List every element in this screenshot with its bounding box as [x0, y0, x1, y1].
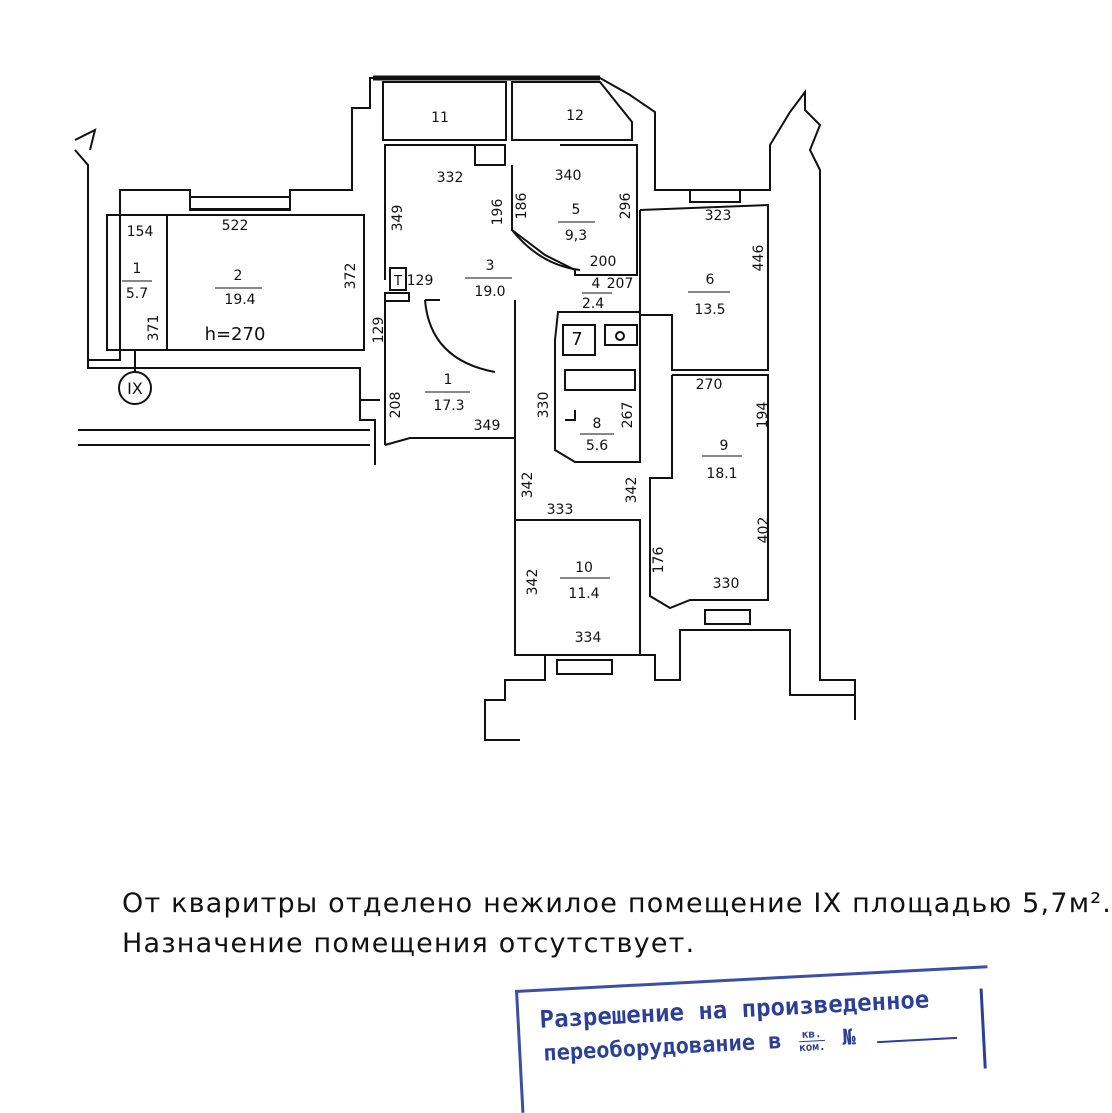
room-number: 7 — [571, 329, 582, 350]
dimension-label: 522 — [222, 218, 249, 234]
dimension-label: 342 — [525, 569, 541, 596]
wall-outline — [630, 629, 855, 696]
dimension-label: 200 — [590, 254, 617, 270]
dimension-label: 334 — [575, 630, 602, 646]
stamp-blank-line — [876, 1032, 958, 1044]
dimension-label: 186 — [514, 193, 530, 220]
wall-outline — [87, 360, 376, 465]
dimension-label: 342 — [624, 477, 640, 504]
room-number: 9 — [720, 438, 729, 454]
room-area: 5.7 — [126, 286, 148, 302]
room-10-outline — [515, 519, 641, 656]
dimension-label: 349 — [474, 418, 501, 434]
room-number: 8 — [593, 416, 602, 432]
note-line-2: Назначение помещения отсутствует. — [122, 928, 696, 959]
wall-outline — [74, 77, 856, 720]
room-area: 5.6 — [586, 438, 608, 454]
room-2-outline — [166, 214, 365, 351]
dimension-label: 349 — [390, 205, 406, 232]
dimension-label: 154 — [127, 224, 154, 240]
room-area: 19.4 — [224, 292, 255, 308]
toilet-marker: Т — [393, 274, 402, 289]
room-number: 4 — [592, 276, 601, 292]
stamp-fraction-bottom: ком. — [798, 1039, 826, 1054]
room-area: 9,3 — [565, 228, 587, 244]
dimension-label: 446 — [751, 245, 767, 272]
dimension-label: 267 — [620, 402, 636, 429]
room-11-outline — [382, 81, 507, 141]
room-area: 2.4 — [582, 296, 604, 312]
room-area: 17.3 — [433, 398, 464, 414]
stamp-line-2-prefix: переоборудование в — [542, 1029, 783, 1067]
dimension-label: 129 — [407, 273, 434, 289]
room-area: 18.1 — [706, 466, 737, 482]
dimension-label: 129 — [371, 317, 387, 344]
section-marker: IX — [127, 379, 143, 398]
stamp-edge — [979, 988, 987, 1069]
floor-plan: 1 5.7 2 19.4 h=270 3 19.0 4 2.4 5 9,3 6 … — [74, 75, 856, 741]
note-line-1: От кваритры отделено нежилое помещение I… — [122, 888, 1112, 919]
dimension-label: 371 — [146, 315, 162, 342]
dimension-label: 194 — [755, 402, 771, 429]
room-8-outline — [554, 311, 641, 463]
room-number: 3 — [486, 258, 495, 274]
room-number: 1 — [133, 261, 142, 277]
room-number: 5 — [572, 202, 581, 218]
room-number: 1 — [444, 372, 453, 388]
dimension-label: 332 — [437, 170, 464, 186]
room-area: 13.5 — [694, 302, 725, 318]
dimension-label: 340 — [555, 168, 582, 184]
dimension-label: 330 — [713, 576, 740, 592]
height-label: h=270 — [205, 324, 266, 345]
room-number: 10 — [575, 560, 593, 576]
dimension-label: 402 — [756, 517, 772, 544]
dimension-label: 333 — [547, 502, 574, 518]
dimension-label: 372 — [343, 263, 359, 290]
room-area: 11.4 — [568, 586, 599, 602]
permission-stamp: Разрешение на произведенное переоборудов… — [515, 965, 994, 1113]
dimension-label: 207 — [607, 276, 634, 292]
stamp-number-sign: № — [841, 1025, 857, 1051]
dimension-label: 342 — [520, 472, 536, 499]
dimension-label: 330 — [536, 392, 552, 419]
room-9-outline — [649, 374, 769, 610]
room-12-outline — [511, 81, 633, 141]
room-area: 19.0 — [474, 284, 505, 300]
dimension-label: 296 — [618, 193, 634, 220]
room-5-outline — [511, 144, 638, 276]
room-number: 12 — [566, 108, 584, 124]
room-3-outline — [384, 144, 506, 280]
dimension-label: 270 — [696, 377, 723, 393]
room-number: 2 — [234, 268, 243, 284]
dimension-label: 196 — [490, 199, 506, 226]
room-number: 11 — [431, 110, 449, 126]
stamp-fraction: кв. ком. — [798, 1027, 826, 1054]
room-number: 6 — [706, 272, 715, 288]
room-6-outline — [639, 203, 769, 371]
dimension-label: 323 — [705, 208, 732, 224]
dimension-label: 176 — [651, 547, 667, 574]
dimension-label: 208 — [388, 392, 404, 419]
